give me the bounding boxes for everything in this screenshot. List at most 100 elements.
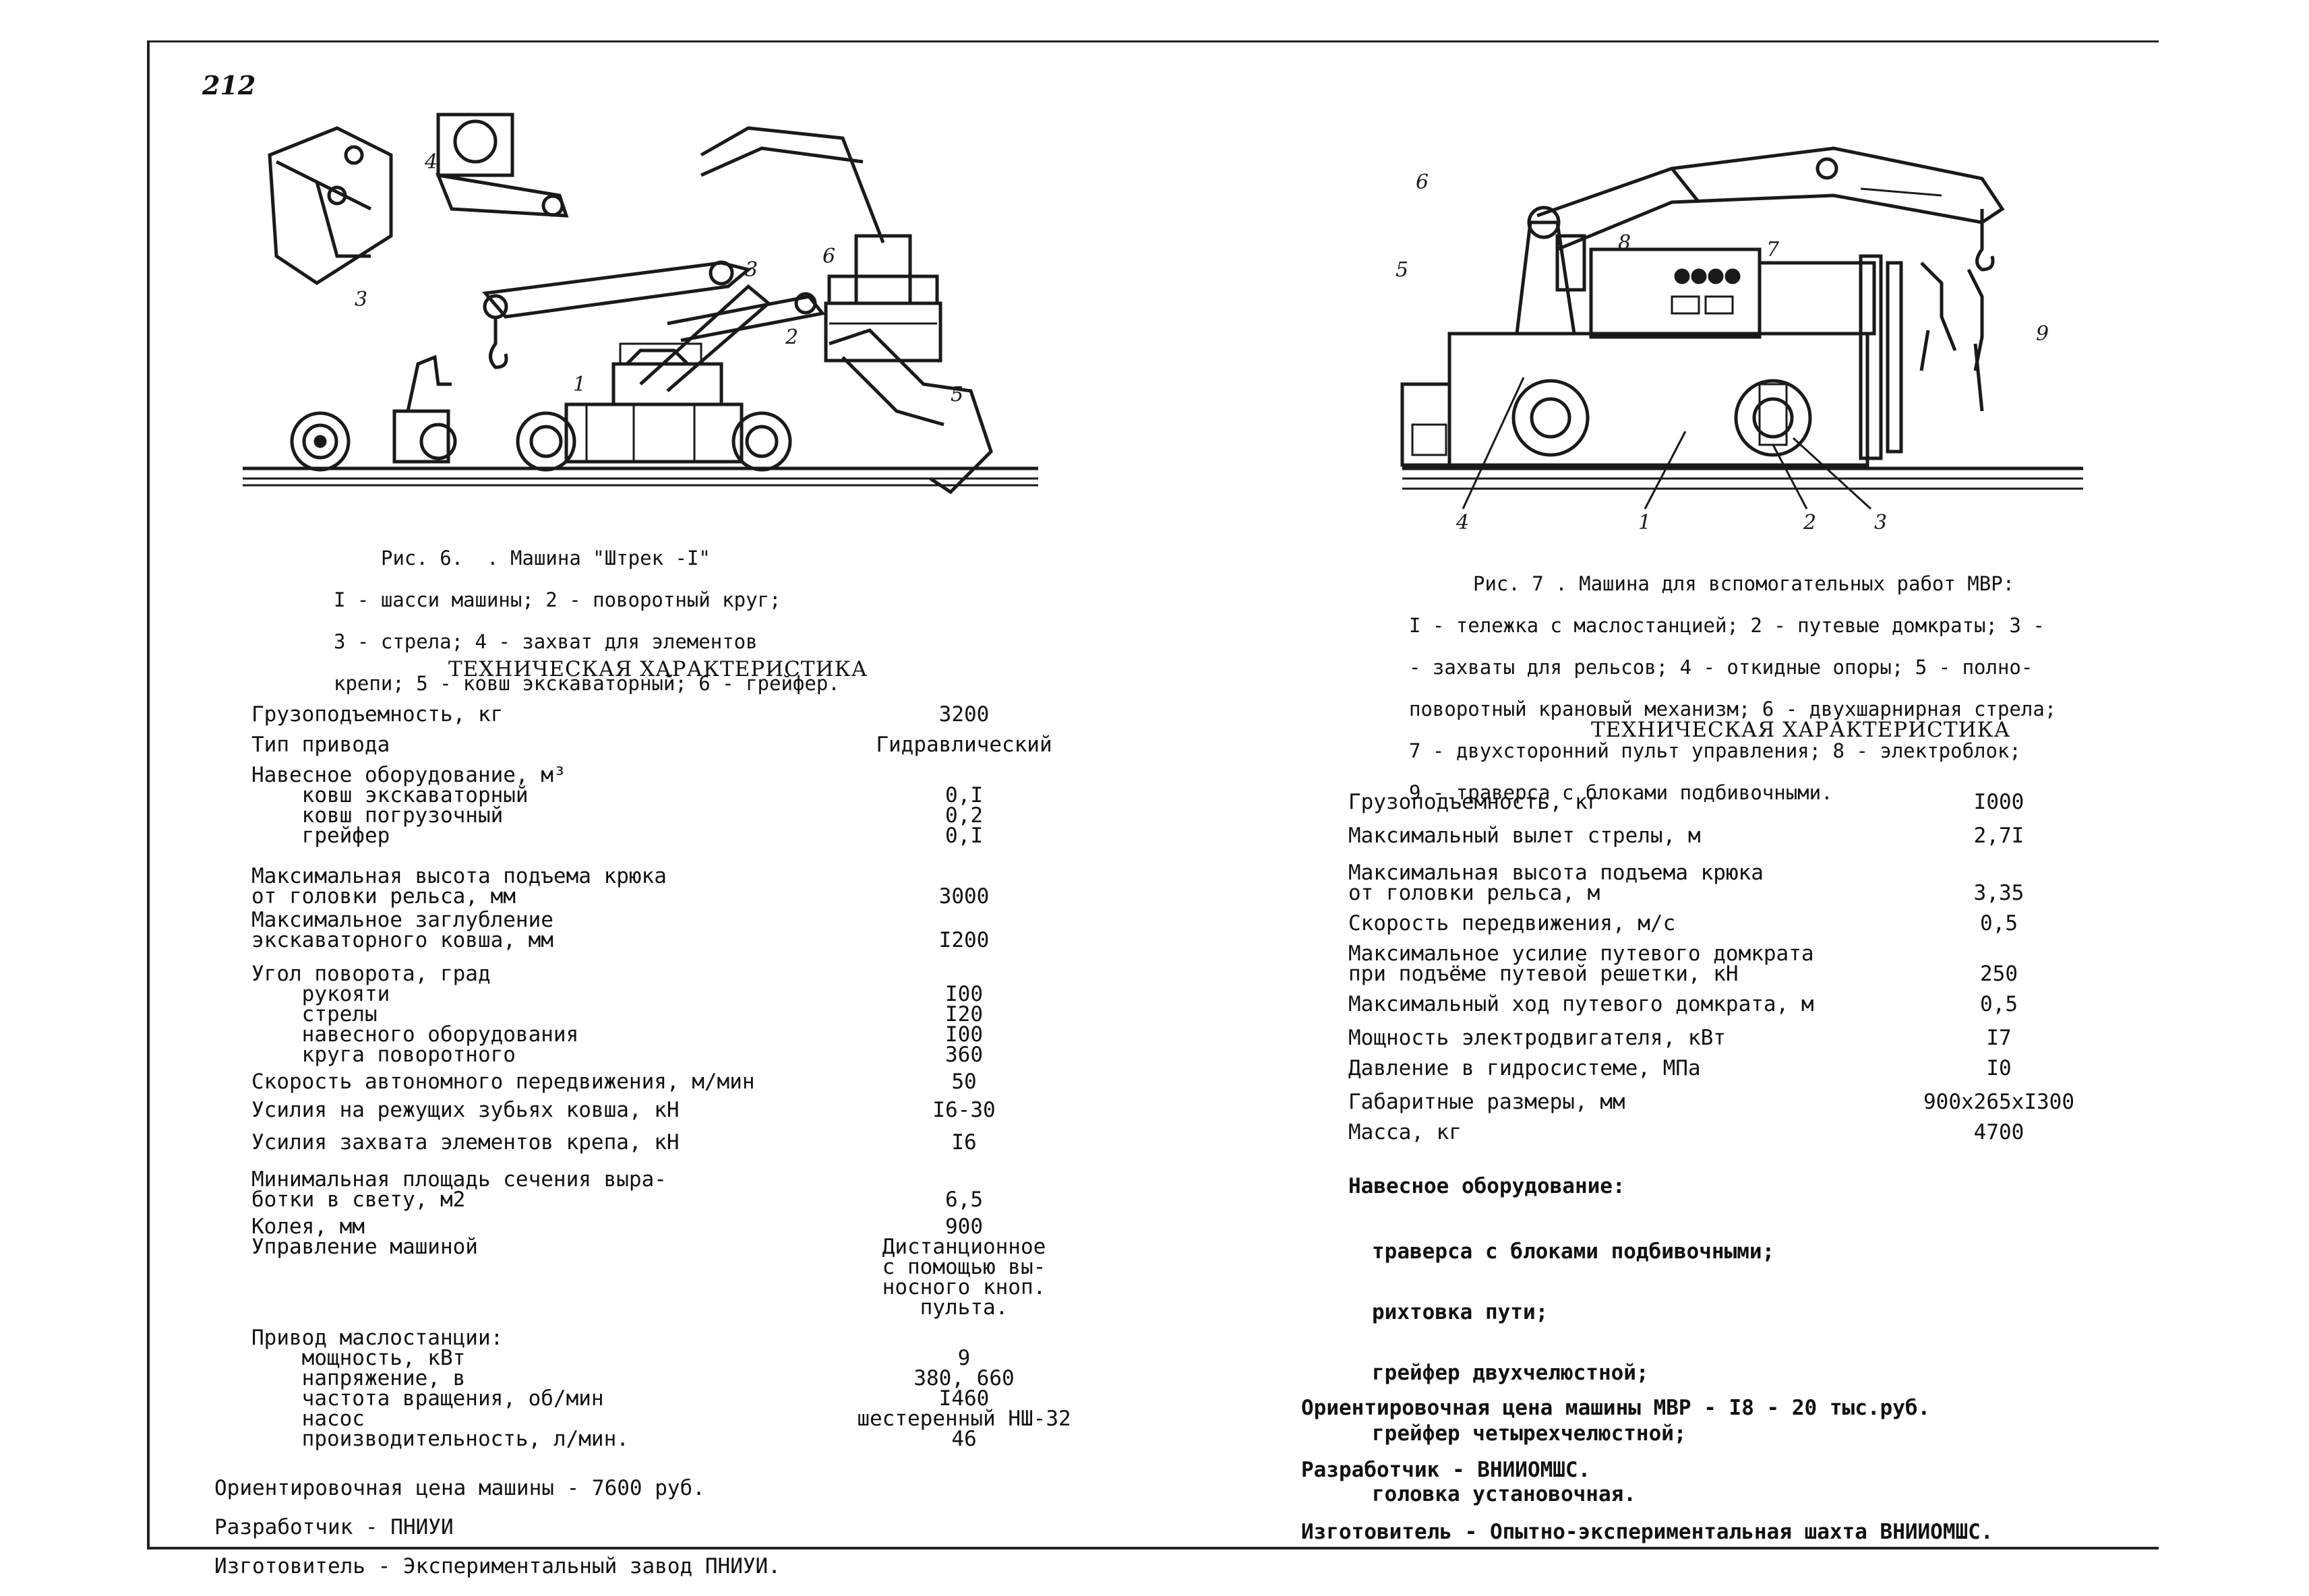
spec-label: от головки рельса, мм	[251, 884, 516, 909]
left-footer-manufacturer: Изготовитель - Экспериментальный завод П…	[214, 1554, 781, 1578]
fig6-label-1: 1	[573, 373, 586, 396]
equipment-item: головка установочная.	[1372, 1482, 1636, 1506]
spec-label: Минимальная площадь сечения выра-	[251, 1167, 667, 1192]
spec-label: Максимальное заглубление	[251, 908, 553, 932]
spec-label: ботки в свету, м2	[251, 1188, 466, 1212]
spec-label: напряжение, в	[251, 1366, 466, 1390]
spec-value: I6	[951, 1130, 977, 1155]
spec-label: Управление машиной	[251, 1235, 478, 1259]
fig6-label-3a: 3	[355, 288, 367, 311]
spec-value: носного кноп.	[882, 1275, 1046, 1299]
spec-label: Мощность электродвигателя, кВт	[1348, 1026, 1726, 1050]
fig7-caption-line: 7 - двухсторонний пульт управления; 8 - …	[1409, 739, 2021, 762]
spec-value: 360	[945, 1043, 983, 1067]
spec-label: ковш экскаваторный	[251, 783, 529, 807]
equipment-item: траверса с блоками подбивочными;	[1372, 1239, 1775, 1264]
fig7-caption-line: поворотный крановый механизм; 6 - двухша…	[1409, 698, 2057, 720]
left-footer: Ориентировочная цена машины - 7600 руб. …	[214, 1459, 781, 1596]
spec-value: I000	[1973, 790, 2025, 814]
spec-label: Максимальное усилие путевого домкрата	[1348, 942, 1814, 966]
spec-value: 0,5	[1980, 911, 2018, 935]
right-footer: Ориентировочная цена машины МВР - I8 - 2…	[1301, 1361, 1993, 1578]
spec-label: Скорость передвижения, м/с	[1348, 911, 1676, 935]
equipment-item: рихтовка пути;	[1372, 1300, 1549, 1324]
spec-value: 250	[1980, 962, 2018, 986]
spec-label: Усилия на режущих зубьях ковша, кН	[251, 1098, 680, 1122]
fig6-label-5: 5	[951, 383, 963, 406]
spec-label: стрелы	[251, 1002, 378, 1026]
spec-label: при подъёме путевой решетки, кН	[1348, 962, 1739, 986]
spec-label: Угол поворота, град	[251, 962, 491, 986]
spec-value: I7	[1986, 1026, 2012, 1050]
spec-label: Скорость автономного передвижения, м/мин	[251, 1070, 755, 1094]
equipment-item: грейфер четырехчелюстной;	[1372, 1421, 1687, 1446]
spec-label: Грузоподъемность, кг	[1348, 790, 1600, 814]
fig6-caption: Рис. 6. . Машина "Штрек -I" I - шасси ма…	[334, 527, 840, 715]
spec-value: I20	[945, 1002, 983, 1026]
spec-label: частота вращения, об/мин	[251, 1386, 604, 1411]
spec-value: 46	[951, 1427, 977, 1451]
right-footer-developer: Разработчик - ВНИИОМШС.	[1301, 1458, 1591, 1482]
spec-value: 900	[945, 1215, 983, 1239]
spec-value: I00	[945, 1022, 983, 1047]
spec-label: Навесное оборудование, м³	[251, 763, 566, 787]
figure-7-drawing: 6 5 8 7 9 4 1 2 3	[1396, 146, 2083, 534]
fig6-label-2: 2	[785, 326, 798, 349]
spec-value: 3200	[938, 702, 990, 727]
spec-value: 380, 660	[913, 1366, 1015, 1390]
equipment-item: грейфер двухчелюстной;	[1372, 1361, 1649, 1385]
spec-value: Дистанционное	[882, 1235, 1046, 1259]
spec-label: Грузоподъемность, кг	[251, 702, 504, 727]
fig7-label-1: 1	[1638, 511, 1651, 534]
spec-label: грейфер	[251, 824, 390, 848]
fig7-label-3: 3	[1874, 511, 1887, 534]
spec-value: 0,I	[945, 783, 983, 807]
fig7-caption-line: Рис. 7 . Машина для вспомогательных рабо…	[1473, 572, 2015, 595]
spec-value: 3,35	[1973, 881, 2025, 905]
spec-label: Колея, мм	[251, 1215, 365, 1239]
fig6-label-4: 4	[424, 150, 438, 174]
spec-value: 4700	[1973, 1120, 2025, 1144]
spec-value: 0,5	[1980, 992, 2018, 1016]
spec-value: 0,2	[945, 803, 983, 828]
fig6-caption-line: Рис. 6. . Машина "Штрек -I"	[381, 547, 711, 570]
spec-label: мощность, кВт	[251, 1346, 466, 1370]
spec-label: Привод маслостанции:	[251, 1326, 504, 1350]
fig7-label-9: 9	[2036, 322, 2049, 346]
fig6-label-3b: 3	[745, 258, 758, 282]
left-footer-developer: Разработчик - ПНИУИ	[214, 1515, 454, 1539]
figure-6-drawing: 3 4 3 2 1 5 6	[243, 113, 1038, 495]
spec-label: круга поворотного	[251, 1043, 516, 1067]
spec-value: 6,5	[945, 1188, 983, 1212]
right-equipment-title: Навесное оборудование:	[1348, 1174, 1625, 1198]
spec-value: 50	[951, 1070, 977, 1094]
spec-label: насос	[251, 1407, 365, 1431]
spec-value: I460	[938, 1386, 990, 1411]
spec-label: Габаритные размеры, мм	[1348, 1090, 1625, 1114]
right-footer-price: Ориентировочная цена машины МВР - I8 - 2…	[1301, 1396, 1931, 1420]
spec-label: Масса, кг	[1348, 1120, 1462, 1144]
spec-label: производительность, л/мин.	[251, 1427, 629, 1451]
spec-value: Гидравлический	[876, 733, 1052, 757]
spec-label: ковш погрузочный	[251, 803, 504, 828]
spec-value: 2,7I	[1973, 824, 2025, 848]
fig7-label-8: 8	[1618, 231, 1631, 255]
right-section-title: ТЕХНИЧЕСКАЯ ХАРАКТЕРИСТИКА	[1591, 718, 2011, 742]
fig7-label-4: 4	[1456, 511, 1469, 534]
right-equipment-list: траверса с блоками подбивочными; рихтовк…	[1372, 1206, 1774, 1540]
spec-value: с помощью вы-	[882, 1255, 1046, 1279]
spec-label: навесного оборудования	[251, 1022, 579, 1047]
fig6-caption-line: крепи; 5 - ковш экскаваторный; 6 - грейф…	[334, 672, 840, 695]
spec-label: Максимальный вылет стрелы, м	[1348, 824, 1701, 848]
fig7-caption-line: I - тележка с маслостанцией; 2 - путевые…	[1409, 614, 2045, 637]
spec-value: 3000	[938, 884, 990, 909]
spec-value: I6-30	[932, 1098, 996, 1122]
right-footer-manufacturer: Изготовитель - Опытно-экспериментальная …	[1301, 1520, 1993, 1544]
spec-label: экскаваторного ковша, мм	[251, 928, 553, 952]
spec-value: I00	[945, 982, 983, 1006]
spec-label: Усилия захвата элементов крепа, кН	[251, 1130, 680, 1155]
spec-label: Максимальная высота подъема крюка	[251, 864, 667, 888]
spec-value: 900x265xI300	[1923, 1090, 2074, 1114]
spec-label: рукояти	[251, 982, 390, 1006]
spec-value: пульта.	[920, 1295, 1009, 1320]
